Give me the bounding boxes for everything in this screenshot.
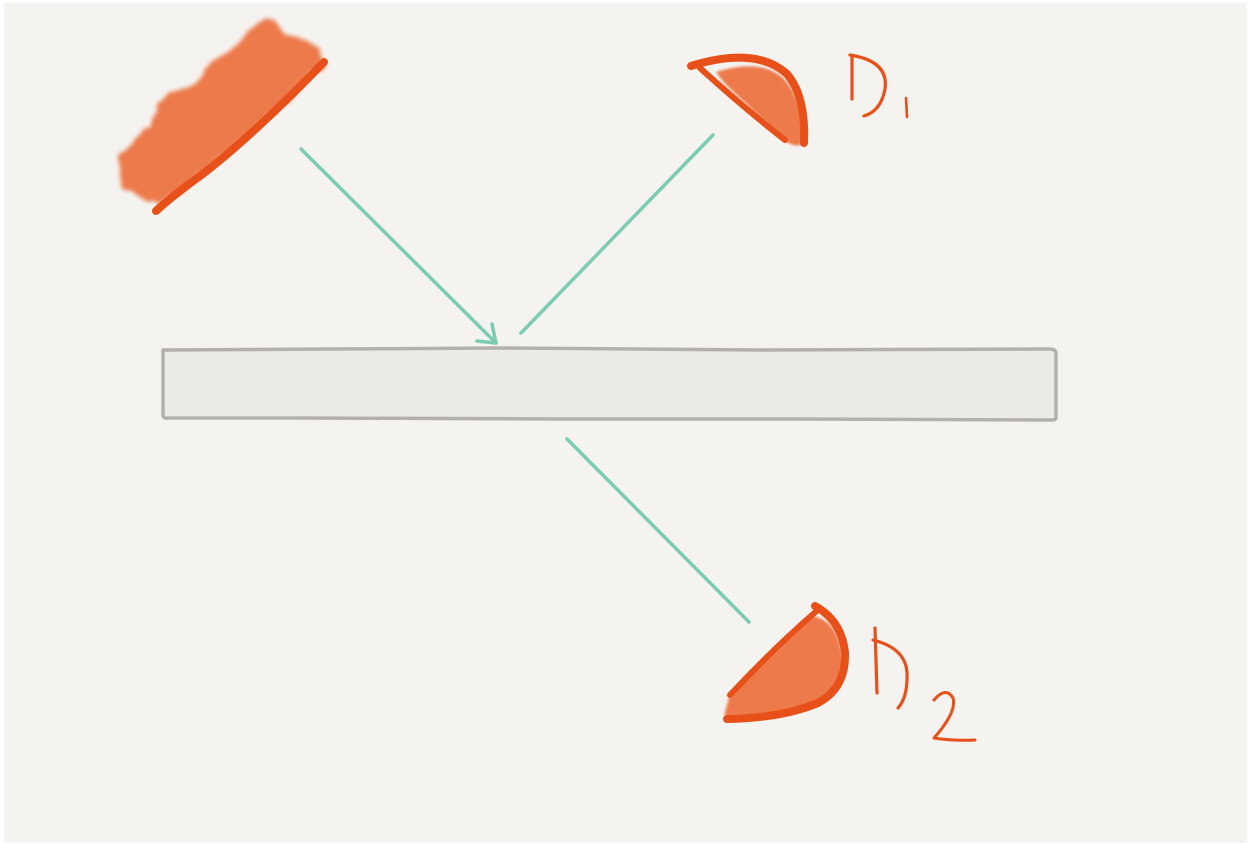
beam-splitter-plate	[161, 346, 1058, 422]
detector-icon	[716, 66, 804, 146]
light-source-edge	[152, 58, 328, 215]
reflected-beam	[519, 133, 715, 335]
detector-2-label	[871, 626, 977, 742]
transmitted-beam	[565, 437, 751, 624]
detector-1-inner-edge	[697, 65, 788, 143]
detector-1	[687, 53, 909, 147]
incident-beam	[299, 147, 498, 345]
light-source	[118, 18, 328, 215]
detector-1-label	[848, 53, 909, 119]
diagram-background	[4, 3, 1247, 843]
detector-1-outline	[687, 53, 809, 147]
detector-icon	[724, 616, 843, 717]
detector-2-outline	[723, 602, 850, 723]
detector-2	[723, 602, 977, 742]
incident-beam-arrowhead	[475, 322, 498, 345]
detector-2-inner-edge	[727, 605, 823, 698]
light-source-body	[118, 18, 324, 205]
